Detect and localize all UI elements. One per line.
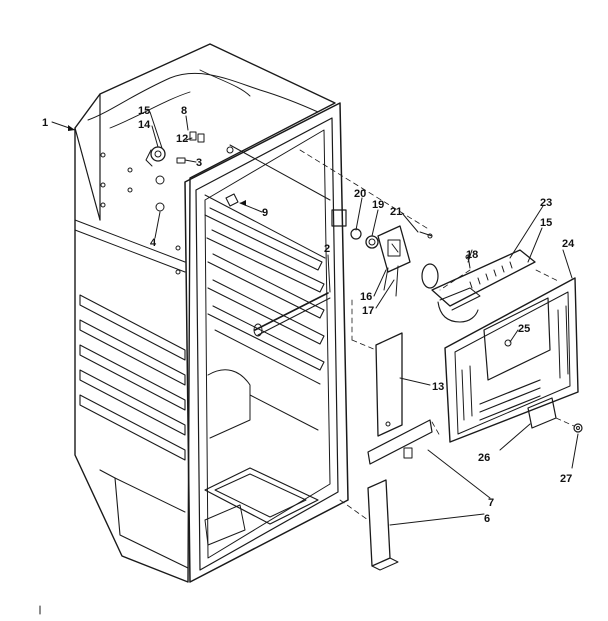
assembly-dashed-lines [299, 149, 575, 521]
callout-1: 1 [42, 117, 48, 129]
thermostat-hardware-cluster [145, 131, 234, 212]
cabinet-shell [74, 43, 336, 583]
callout-12: 12 [176, 133, 188, 145]
callout-14: 14 [138, 119, 151, 131]
cabinet-front-frame [184, 102, 349, 583]
cabinet-side-ribs [79, 294, 186, 461]
callout-16: 16 [360, 291, 372, 303]
interior-shelf-rails [204, 144, 331, 385]
callout-27: 27 [560, 473, 572, 485]
callout-7: 7 [488, 497, 494, 509]
callout-4: 4 [150, 237, 157, 249]
callout-25: 25 [518, 323, 530, 335]
callout-15-right: 15 [540, 217, 552, 229]
callout-18: 18 [466, 249, 478, 261]
thermostat-control-part [145, 146, 166, 167]
callout-6: 6 [484, 513, 490, 525]
part-23-support-bracket [431, 249, 536, 323]
callout-24: 24 [562, 238, 575, 250]
part-7-strip [367, 419, 433, 465]
callout-2: 2 [324, 243, 330, 255]
callout-8: 8 [181, 105, 187, 117]
callout-labels: 1 15 14 8 12 3 9 4 2 20 19 21 16 17 18 2… [42, 105, 575, 525]
part-27-grommet [573, 423, 583, 433]
callout-26: 26 [478, 452, 490, 464]
callout-19: 19 [372, 199, 384, 211]
part-9-screw [225, 193, 239, 207]
callout-21: 21 [390, 206, 402, 218]
callout-9: 9 [262, 207, 268, 219]
cabinet-screw-holes [100, 152, 181, 275]
callout-3: 3 [196, 157, 202, 169]
callout-23: 23 [540, 197, 552, 209]
callout-17: 17 [362, 305, 374, 317]
part-24-control-panel [444, 277, 579, 443]
part-2-rod [253, 292, 331, 337]
control-switch-assembly [331, 209, 471, 297]
cabinet-base [99, 469, 189, 569]
crisper-cavity [204, 369, 319, 546]
callout-15-top: 15 [138, 105, 150, 117]
callout-13: 13 [432, 381, 444, 393]
part-13-flap [375, 332, 403, 437]
callout-20: 20 [354, 188, 366, 200]
bracket-teeth [469, 261, 513, 289]
part-6-strip [367, 479, 399, 571]
leader-lines [51, 111, 579, 526]
screw-part [155, 131, 234, 212]
